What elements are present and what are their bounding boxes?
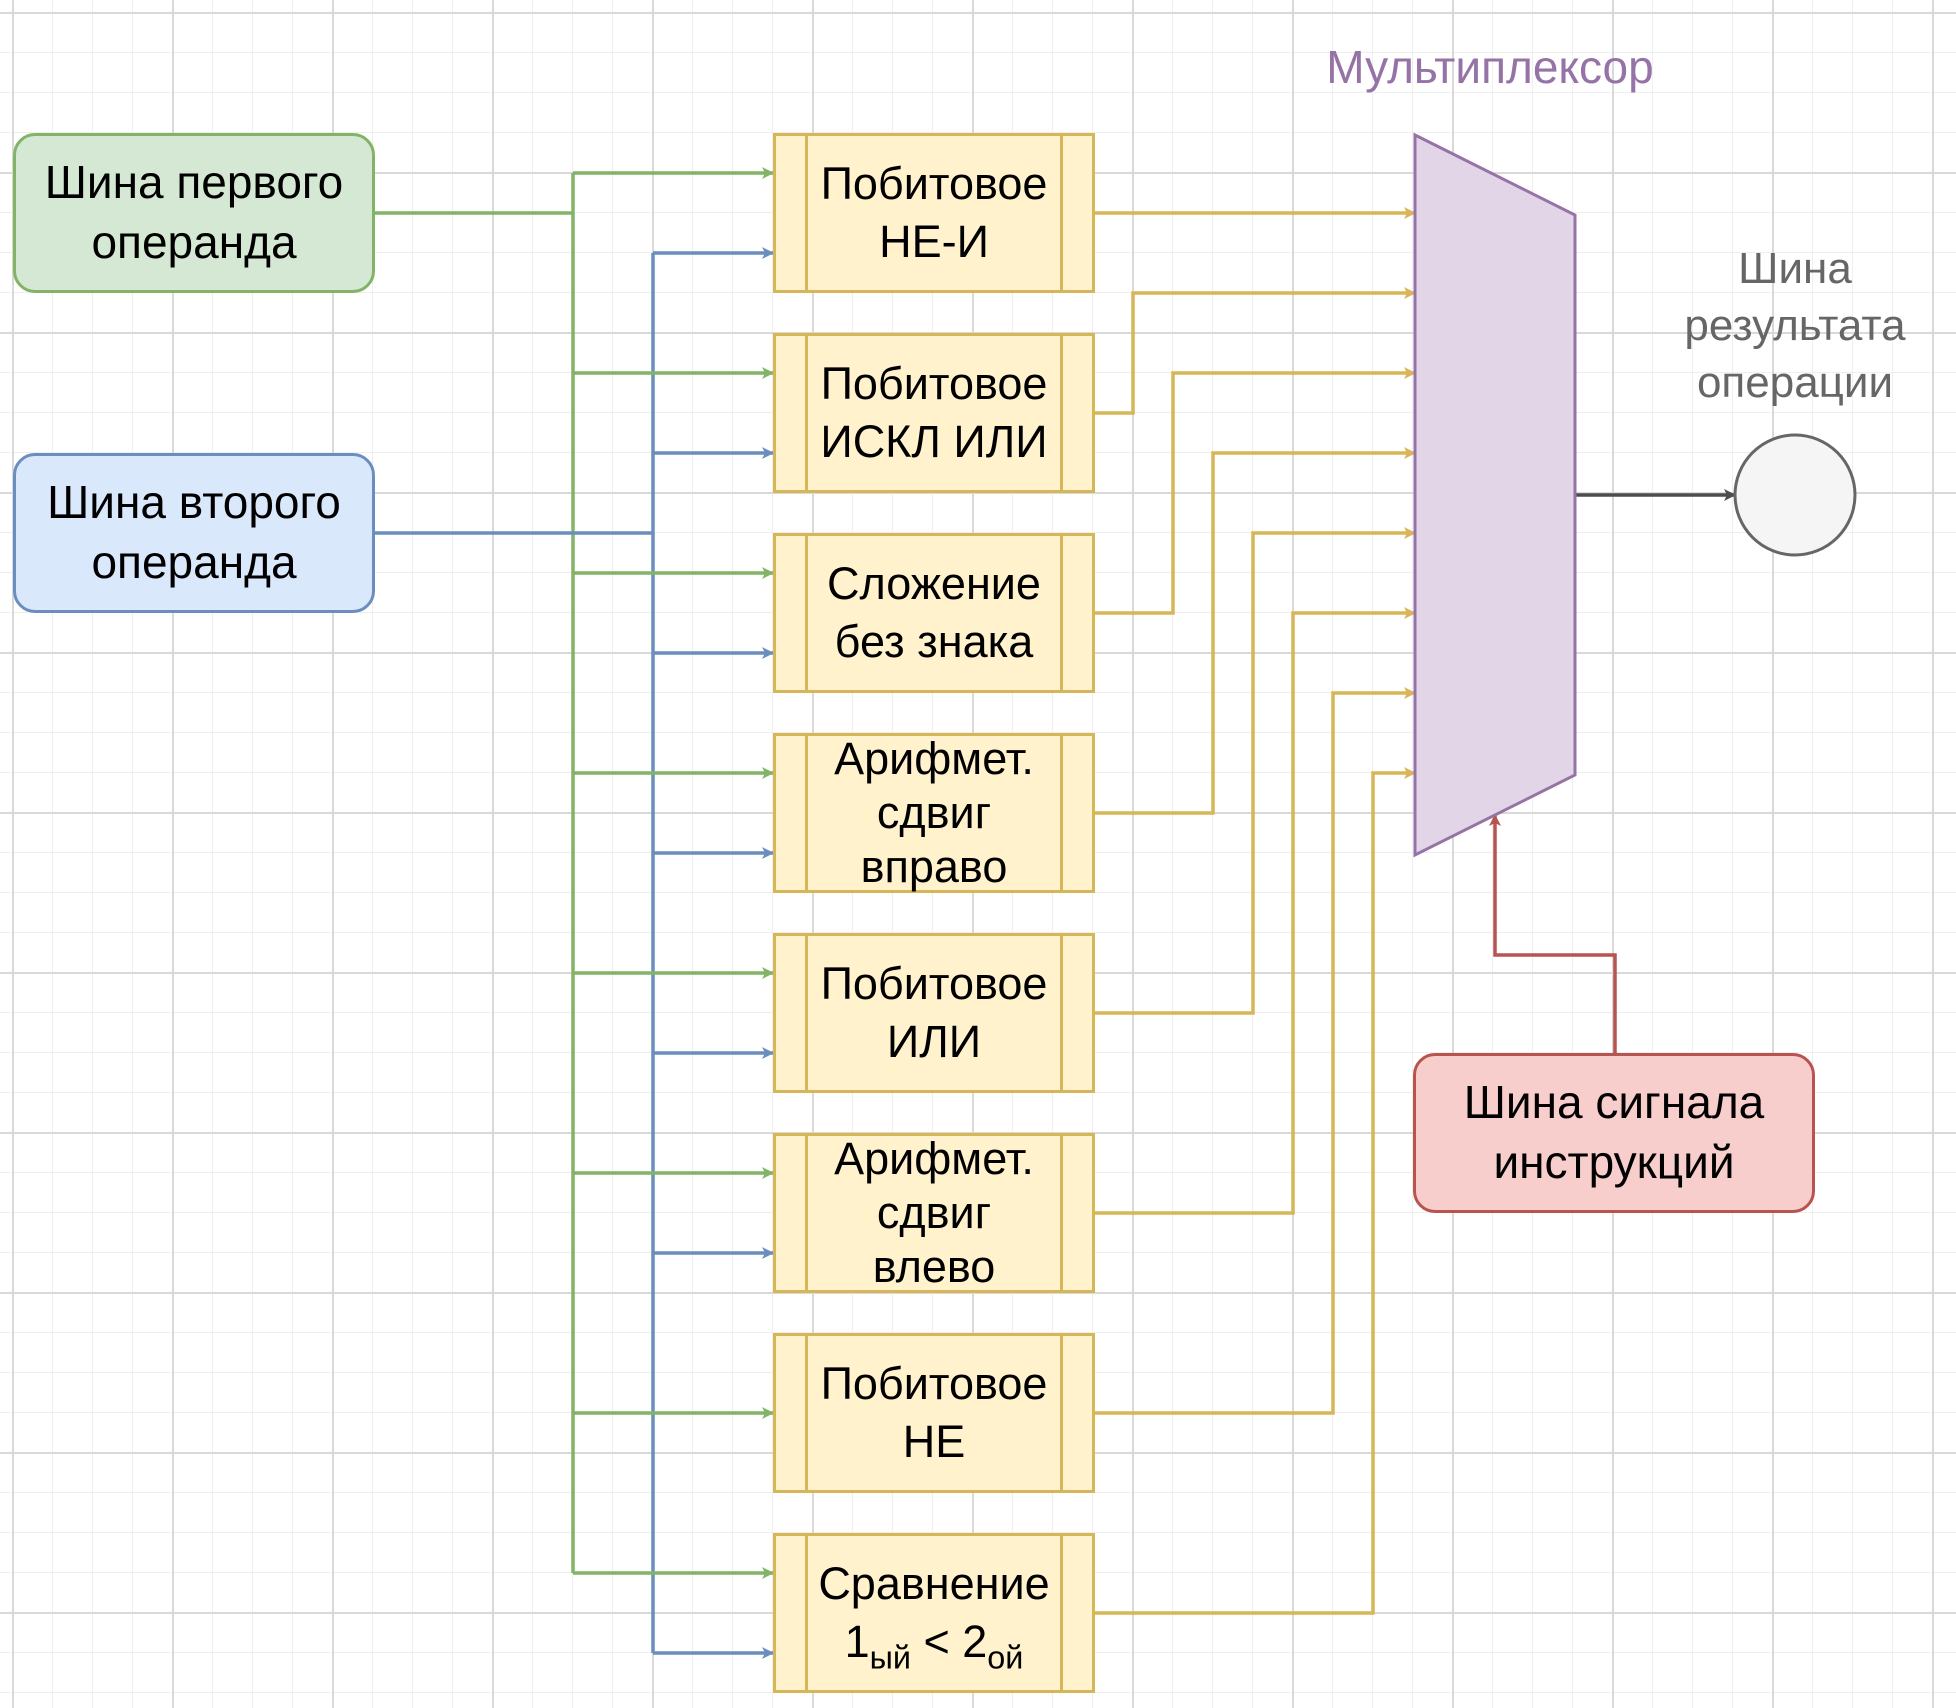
op-unsigned-add: Сложение без знака <box>773 533 1095 693</box>
instruction-signal-wire <box>1489 814 1617 1053</box>
compare-label: Сравнение <box>818 1557 1050 1609</box>
op-compare-less: Сравнение 1ый < 2ой <box>773 1533 1095 1693</box>
compare-lhs: 1 <box>844 1616 870 1667</box>
op-output-wire <box>1095 607 1416 1215</box>
result-output-terminal <box>1733 433 1857 557</box>
compare-rhs: 2 <box>962 1616 988 1667</box>
instruction-signal-bus-label: Шина сигнала инструкций <box>1463 1076 1765 1188</box>
result-bus-title: Шина результата операции <box>1684 244 1906 408</box>
op-label: Арифмет. сдвиг вправо <box>834 733 1034 892</box>
compare-operator: < <box>910 1616 963 1667</box>
op-arith-shift-right: Арифмет. сдвиг вправо <box>773 733 1095 893</box>
multiplexer-title: Мультиплексор <box>1326 41 1654 93</box>
first-operand-bus-label: Шина первого операнда <box>44 156 344 268</box>
op-output-wire <box>1095 447 1416 815</box>
op-output-wire <box>1095 767 1416 1615</box>
op-label: Сравнение 1ый < 2ой <box>818 1555 1050 1676</box>
second-operand-bus: Шина второго операнда <box>13 453 375 613</box>
second-operand-bus-label: Шина второго операнда <box>47 476 341 588</box>
op-bitwise-or: Побитовое ИЛИ <box>773 933 1095 1093</box>
op-output-wire <box>1095 527 1416 1015</box>
op-label: Побитовое НЕ-И <box>820 157 1048 268</box>
op-label: Побитовое ИСКЛ ИЛИ <box>820 357 1048 468</box>
op-label: Сложение без знака <box>827 557 1041 668</box>
compare-lhs-sub: ый <box>869 1639 911 1676</box>
multiplexer-shape <box>1413 132 1577 858</box>
op-output-wire <box>1095 687 1416 1415</box>
op-output-wire <box>1095 367 1416 615</box>
op-output-wire <box>1095 287 1416 415</box>
op-label: Побитовое ИЛИ <box>820 957 1048 1068</box>
op-bitwise-nand: Побитовое НЕ-И <box>773 133 1095 293</box>
op-label: Побитовое НЕ <box>820 1357 1048 1468</box>
op-label: Арифмет. сдвиг влево <box>834 1133 1034 1292</box>
op-arith-shift-left: Арифмет. сдвиг влево <box>773 1133 1095 1293</box>
op-bitwise-xor: Побитовое ИСКЛ ИЛИ <box>773 333 1095 493</box>
first-operand-bus: Шина первого операнда <box>13 133 375 293</box>
op-bitwise-not: Побитовое НЕ <box>773 1333 1095 1493</box>
instruction-signal-bus: Шина сигнала инструкций <box>1413 1053 1815 1213</box>
compare-rhs-sub: ой <box>987 1639 1024 1676</box>
